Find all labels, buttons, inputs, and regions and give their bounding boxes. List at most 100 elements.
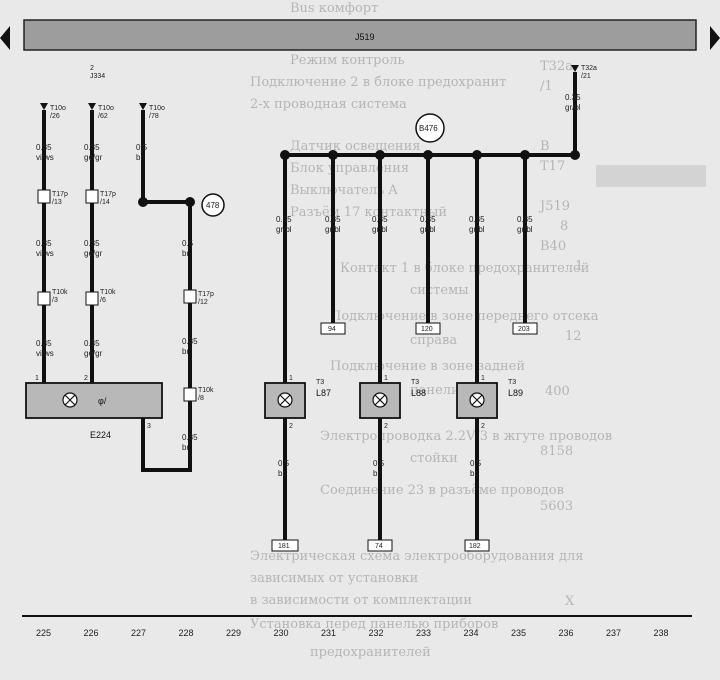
svg-text:2: 2 [384, 423, 388, 430]
column-number: 232 [369, 628, 384, 638]
bg-line: Подключение 2 в блоке предохранит [250, 75, 506, 90]
wire-color: ge/gr [84, 249, 103, 258]
wire-size: 0.35 [276, 215, 292, 224]
wire-size: 0.35 [182, 433, 198, 442]
column-number: 225 [36, 628, 51, 638]
column-number: 237 [606, 628, 621, 638]
bg-line: Подключение в зоне задней [330, 359, 525, 374]
connector-pin: /3 [52, 297, 58, 304]
wire-color: br [182, 443, 189, 452]
svg-text:T3: T3 [508, 379, 516, 386]
bg-line: стойки [410, 451, 458, 466]
circle-ref-478: 478 [201, 193, 225, 217]
terminal-label: 94 [328, 326, 336, 333]
bg-side: B [540, 139, 550, 154]
bg-line: Режим контроль [290, 53, 405, 68]
terminal-label: 203 [518, 326, 530, 333]
svg-text:T3: T3 [411, 379, 419, 386]
bg-line: Электрическая схема электрооборудования … [250, 549, 583, 564]
connector-pin: /12 [198, 299, 208, 306]
bg-side: 8158 [540, 444, 573, 459]
bg-line: справа [410, 333, 457, 348]
terminal-label: 181 [278, 543, 290, 550]
wire-size: 0.35 [469, 215, 485, 224]
component-l88: T3 L88 1 2 [359, 375, 426, 430]
terminal-label: 182 [469, 543, 481, 550]
wire-232: 0.35 gr/bl 0.5 br 74 [367, 155, 393, 552]
bg-line: Контакт 1 в блоке предохранителей [340, 261, 589, 276]
connector-label: T10o [98, 105, 114, 112]
column-number: 226 [84, 628, 99, 638]
connector-label: T17p [100, 191, 116, 198]
svg-text:1: 1 [35, 375, 39, 382]
dimmer-symbol: φ/ [98, 396, 107, 406]
connector-label: T10o [50, 105, 66, 112]
connector-pin: /26 [50, 113, 60, 120]
bg-line: Блок управления [290, 161, 409, 176]
component-label: L87 [316, 388, 331, 398]
connector-label: T17p [198, 291, 214, 298]
wire-size: 0.5 [373, 459, 385, 468]
connector-pin: /21 [581, 73, 591, 80]
bg-line: Подключение в зоне переднего отсека [330, 309, 599, 324]
column-number: 227 [131, 628, 146, 638]
wire-231: 0.35 gr/bl 94 [320, 155, 346, 335]
control-unit-bar: J519 [0, 19, 720, 51]
wire-225: T10o /26 0.35 vi/ws T17p /13 0.35 vi/ws … [36, 103, 68, 383]
wire-size: 0.35 [36, 239, 52, 248]
wire-color: gr/bl [420, 225, 436, 234]
wire-233: 0.35 gr/bl 120 [415, 155, 441, 335]
bg-line: в зависимости от комплектации [250, 593, 472, 608]
bg-side: 1 [575, 259, 583, 274]
svg-text:1: 1 [481, 375, 485, 382]
wire-size: 0.35 [84, 239, 100, 248]
connector-label: T10k [198, 387, 214, 394]
connector-label: 2 [90, 65, 94, 72]
wire-size: 0.5 [278, 459, 290, 468]
column-number: 234 [464, 628, 479, 638]
bar-right-arrow-icon [710, 26, 720, 50]
wire-size: 0.35 [84, 143, 100, 152]
bg-side: 12 [565, 329, 582, 344]
bg-line: 2-х проводная система [250, 97, 407, 112]
wire-size: 0.5 [136, 143, 148, 152]
wire-color: gr/bl [565, 103, 581, 112]
svg-text:1: 1 [384, 375, 388, 382]
wire-230: 0.35 gr/bl 0.5 br 181 [271, 155, 299, 552]
bg-line: Соединение 23 в разъёме проводов [320, 483, 564, 498]
wire-color: gr/bl [325, 225, 341, 234]
bg-side: T32a [540, 59, 573, 74]
bg-line: предохранителей [310, 645, 431, 660]
splice-node [185, 197, 195, 207]
svg-text:1: 1 [289, 375, 293, 382]
svg-text:478: 478 [206, 201, 220, 210]
svg-text:T3: T3 [316, 379, 324, 386]
background-text: Bus комфорт Режим контроль Подключение 2… [250, 1, 706, 660]
bg-line: Bus комфорт [290, 1, 378, 16]
bg-side: 5603 [540, 499, 573, 514]
connector-pin: /8 [198, 395, 204, 402]
connector-pin: /6 [100, 297, 106, 304]
circle-ref-b476: B476 [415, 113, 445, 143]
wire-235: 0.35 gr/bl 203 [512, 155, 538, 335]
terminal-label: 120 [421, 326, 433, 333]
wire-234: 0.35 gr/bl 0.5 br 182 [464, 155, 490, 552]
connector-pin: /78 [149, 113, 159, 120]
component-l89: T3 L89 1 2 [456, 375, 523, 430]
column-number: 228 [179, 628, 194, 638]
connector-label: T10k [52, 289, 68, 296]
column-number: 230 [274, 628, 289, 638]
connector-label: T10k [100, 289, 116, 296]
bg-line: зависимых от установки [250, 571, 418, 586]
wire-color: vi/ws [36, 249, 54, 258]
wire-color: gr/bl [276, 225, 292, 234]
bg-side: J519 [538, 199, 570, 214]
wire-size: 0.35 [565, 93, 581, 102]
bar-left-arrow-icon [0, 26, 10, 50]
connector-pin: /62 [98, 113, 108, 120]
wire-color: gr/bl [372, 225, 388, 234]
wire-size: 0.35 [420, 215, 436, 224]
column-number: 235 [511, 628, 526, 638]
wire-size: 0.35 [372, 215, 388, 224]
